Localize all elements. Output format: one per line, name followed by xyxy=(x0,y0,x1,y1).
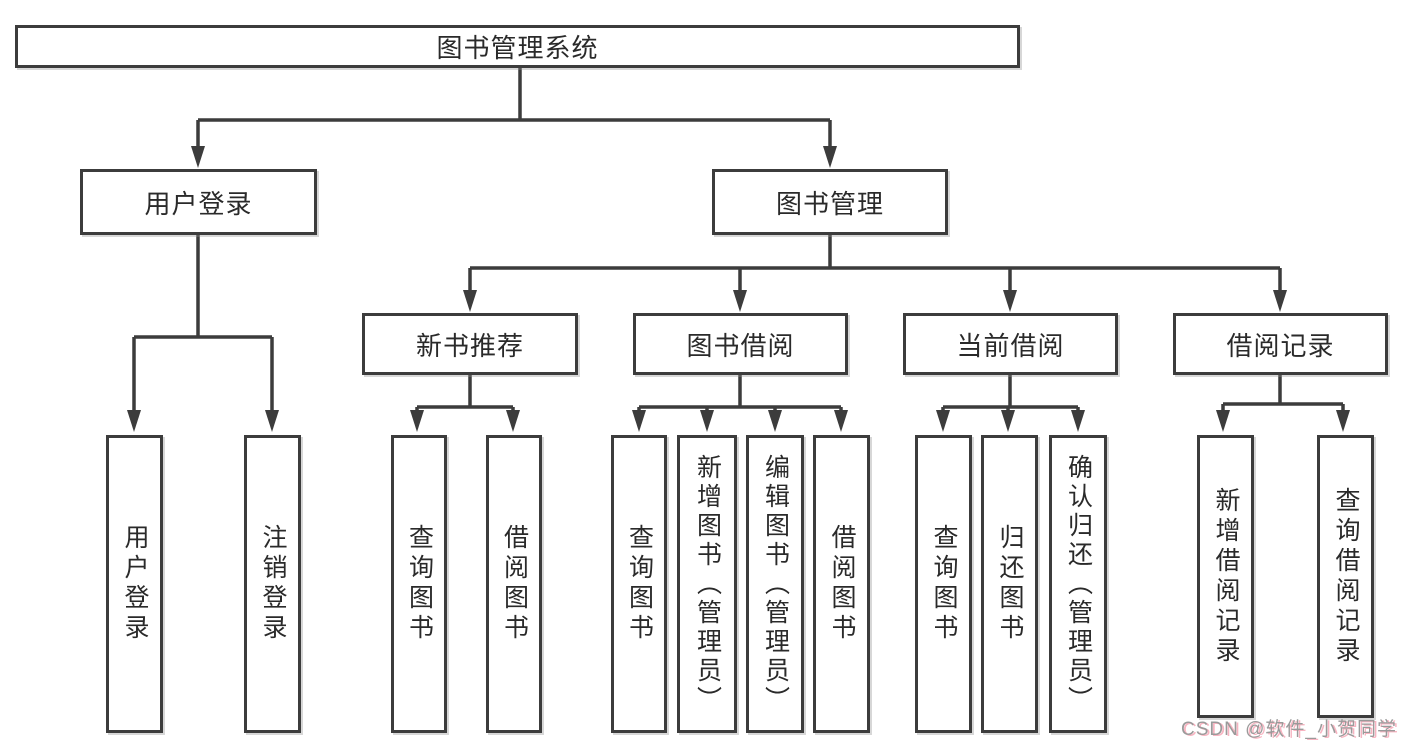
node-leaf-logout: 注销登录 xyxy=(244,435,301,733)
connector-user-login xyxy=(132,235,274,412)
node-leaf-cb-query-book: 查询图书 xyxy=(915,435,972,733)
node-leaf-user-login-label: 用户登录 xyxy=(121,524,149,644)
node-leaf-bb-add-book-label: 新增图书（管理员） xyxy=(693,453,722,715)
node-leaf-user-login: 用户登录 xyxy=(106,435,163,733)
node-new-book-rec: 新书推荐 xyxy=(362,313,578,375)
arrowheads-borrow-records xyxy=(1216,410,1350,432)
node-current-borrow: 当前借阅 xyxy=(903,313,1118,375)
node-leaf-bb-edit-book: 编辑图书（管理员） xyxy=(746,435,804,733)
node-leaf-bb-borrow-book-label: 借阅图书 xyxy=(828,524,856,644)
arrowheads-book-mgmt xyxy=(463,290,1287,312)
node-user-login-label: 用户登录 xyxy=(144,188,253,219)
node-book-borrow-label: 图书借阅 xyxy=(686,330,795,361)
node-leaf-nbr-borrow-book-label: 借阅图书 xyxy=(500,524,529,644)
arrowheads-current-borrow xyxy=(936,410,1085,432)
node-leaf-br-add-record: 新增借阅记录 xyxy=(1197,435,1254,718)
node-current-borrow-label: 当前借阅 xyxy=(956,330,1065,361)
node-leaf-cb-confirm-return: 确认归还（管理员） xyxy=(1049,435,1107,733)
arrowheads-new-book-rec xyxy=(410,410,520,432)
csdn-watermark: CSDN @软件_小贺同学 xyxy=(1181,719,1397,740)
node-leaf-bb-query-book-label: 查询图书 xyxy=(625,524,654,644)
connector-current-borrow xyxy=(941,375,1080,412)
arrowheads-book-borrow xyxy=(632,410,848,432)
node-book-mgmt: 图书管理 xyxy=(712,169,948,235)
node-leaf-cb-confirm-return-label: 确认归还（管理员） xyxy=(1064,453,1093,715)
node-leaf-nbr-borrow-book: 借阅图书 xyxy=(486,435,542,733)
arrowheads-user-login xyxy=(127,410,279,432)
connector-book-mgmt xyxy=(468,235,1282,292)
node-borrow-records: 借阅记录 xyxy=(1173,313,1388,375)
connector-root xyxy=(196,66,832,148)
node-leaf-nbr-query-book: 查询图书 xyxy=(391,435,447,733)
node-leaf-cb-return-book: 归还图书 xyxy=(981,435,1038,733)
node-leaf-logout-label: 注销登录 xyxy=(259,524,287,644)
node-leaf-bb-edit-book-label: 编辑图书（管理员） xyxy=(761,453,790,715)
arrowheads-root xyxy=(191,146,837,168)
node-leaf-bb-add-book: 新增图书（管理员） xyxy=(677,435,737,733)
node-book-borrow: 图书借阅 xyxy=(633,313,848,375)
connector-new-book-rec xyxy=(415,375,515,412)
node-leaf-bb-query-book: 查询图书 xyxy=(611,435,667,733)
connector-book-borrow xyxy=(637,375,843,412)
node-leaf-br-query-record: 查询借阅记录 xyxy=(1317,435,1374,718)
node-leaf-cb-query-book-label: 查询图书 xyxy=(930,524,958,644)
node-leaf-br-query-record-label: 查询借阅记录 xyxy=(1332,486,1360,667)
node-user-login: 用户登录 xyxy=(80,169,317,235)
node-book-mgmt-label: 图书管理 xyxy=(775,188,884,219)
node-leaf-cb-return-book-label: 归还图书 xyxy=(996,524,1024,644)
node-borrow-records-label: 借阅记录 xyxy=(1226,330,1335,361)
node-root-label: 图书管理系统 xyxy=(436,33,599,63)
node-leaf-nbr-query-book-label: 查询图书 xyxy=(405,524,434,644)
node-root: 图书管理系统 xyxy=(15,25,1020,68)
node-new-book-rec-label: 新书推荐 xyxy=(415,330,524,361)
node-leaf-br-add-record-label: 新增借阅记录 xyxy=(1212,486,1240,667)
node-leaf-bb-borrow-book: 借阅图书 xyxy=(813,435,870,733)
connector-borrow-records xyxy=(1221,375,1345,412)
